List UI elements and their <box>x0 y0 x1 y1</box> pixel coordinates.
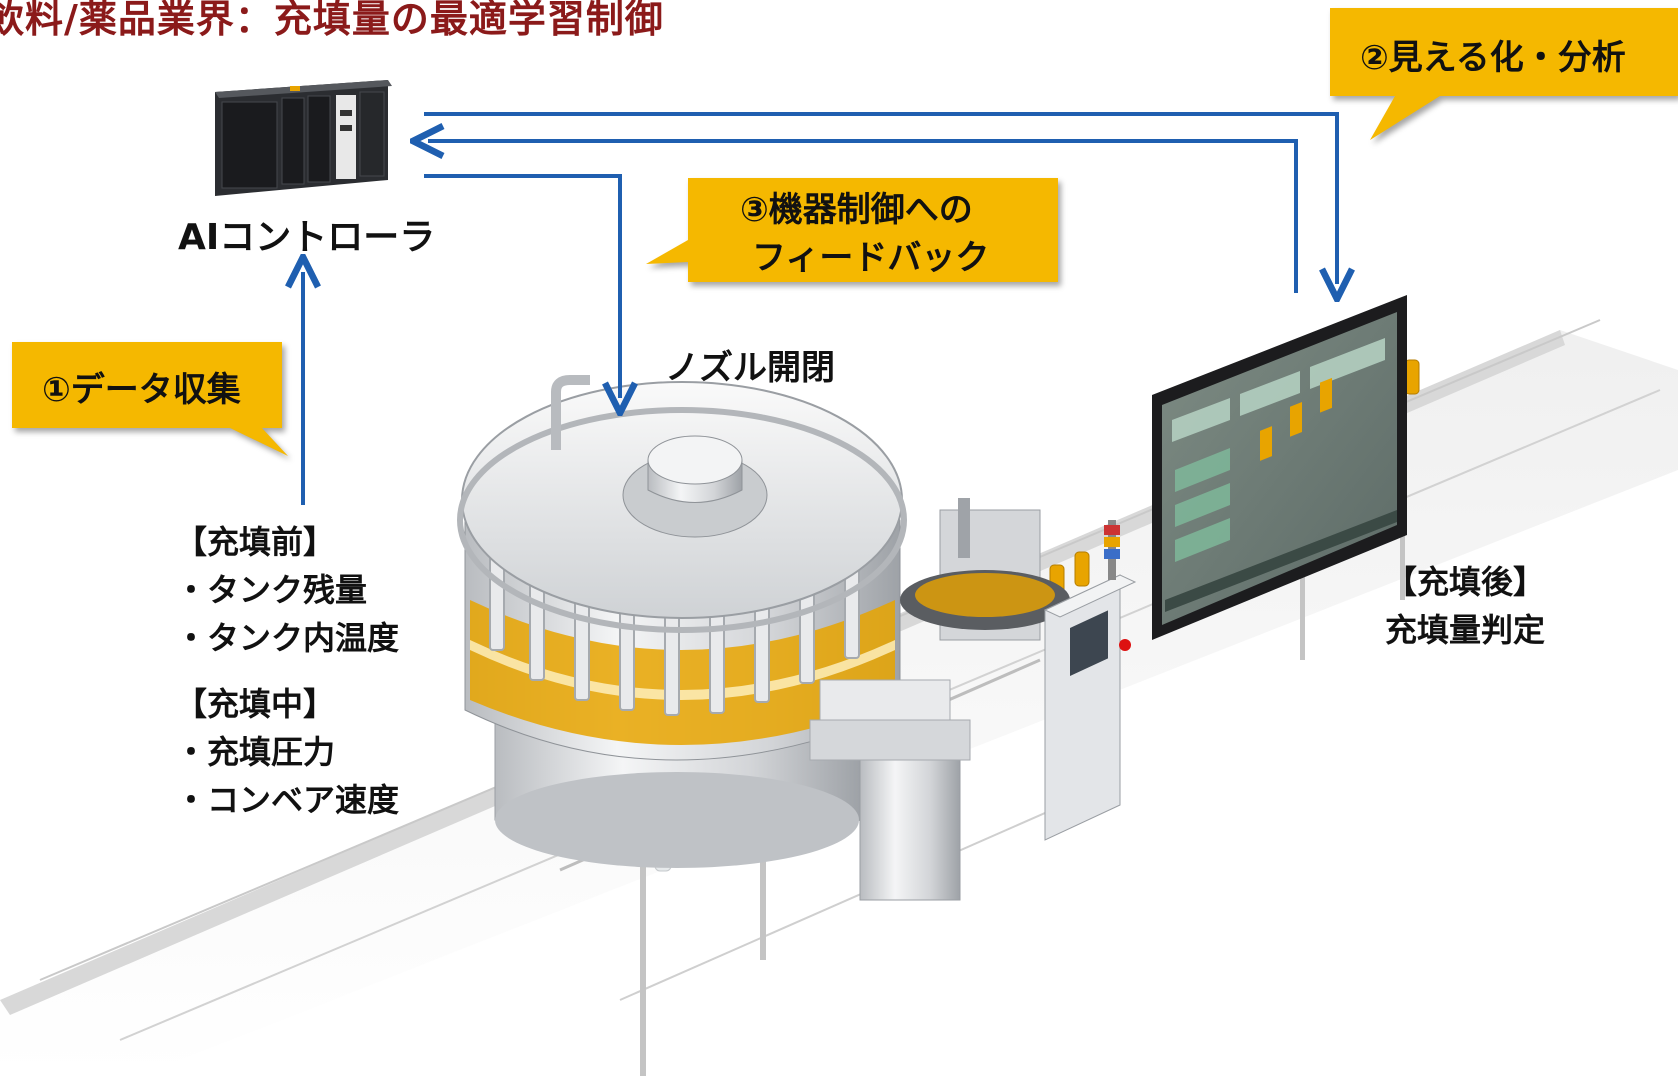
arrow-controller-to-monitor <box>424 112 1337 284</box>
before-fill-item: ・タンク内温度 <box>175 619 400 657</box>
capper-unit <box>809 498 1070 761</box>
control-cabinet <box>1043 574 1137 841</box>
before-fill-block: 【充填前】 ・タンク残量 ・タンク内温度 <box>175 518 399 662</box>
callout-data-collection-text: ①データ収集 <box>42 370 241 410</box>
before-fill-heading: 【充填前】 <box>175 523 336 561</box>
controller-label: AIコントローラ <box>178 217 436 258</box>
signal-tower <box>1104 520 1120 580</box>
nozzle-label: ノズル開閉 <box>665 348 835 388</box>
callout-feedback-line2: フィードバック <box>752 238 990 278</box>
arrow-monitor-to-controller <box>428 141 1298 293</box>
during-fill-block: 【充填中】 ・充填圧力 ・コンベア速度 <box>175 680 399 824</box>
before-fill-item: ・タンク残量 <box>175 571 368 609</box>
ai-controller-device <box>215 80 392 196</box>
during-fill-item: ・コンベア速度 <box>175 781 400 819</box>
callout-visualization-shape <box>1330 8 1678 140</box>
after-fill-item: 充填量判定 <box>1385 611 1546 649</box>
flow-arrows <box>303 112 1337 505</box>
during-fill-item: ・充填圧力 <box>175 733 336 771</box>
hmi-monitor <box>1152 295 1407 640</box>
during-fill-heading: 【充填中】 <box>175 685 336 723</box>
after-fill-block: 【充填後】 充填量判定 <box>1385 558 1545 654</box>
callout-feedback-line1: ③機器制御への <box>740 190 973 230</box>
callout-data-collection-shape <box>12 342 288 456</box>
callout-visualization-text: ②見える化・分析 <box>1360 38 1626 78</box>
arrow-controller-to-nozzle <box>424 174 620 398</box>
page-title: 飲料/薬品業界：充填量の最適学習制御 <box>0 0 664 41</box>
after-fill-heading: 【充填後】 <box>1385 563 1546 601</box>
rotary-filler <box>457 375 961 901</box>
callout-feedback-shape <box>646 178 1058 282</box>
